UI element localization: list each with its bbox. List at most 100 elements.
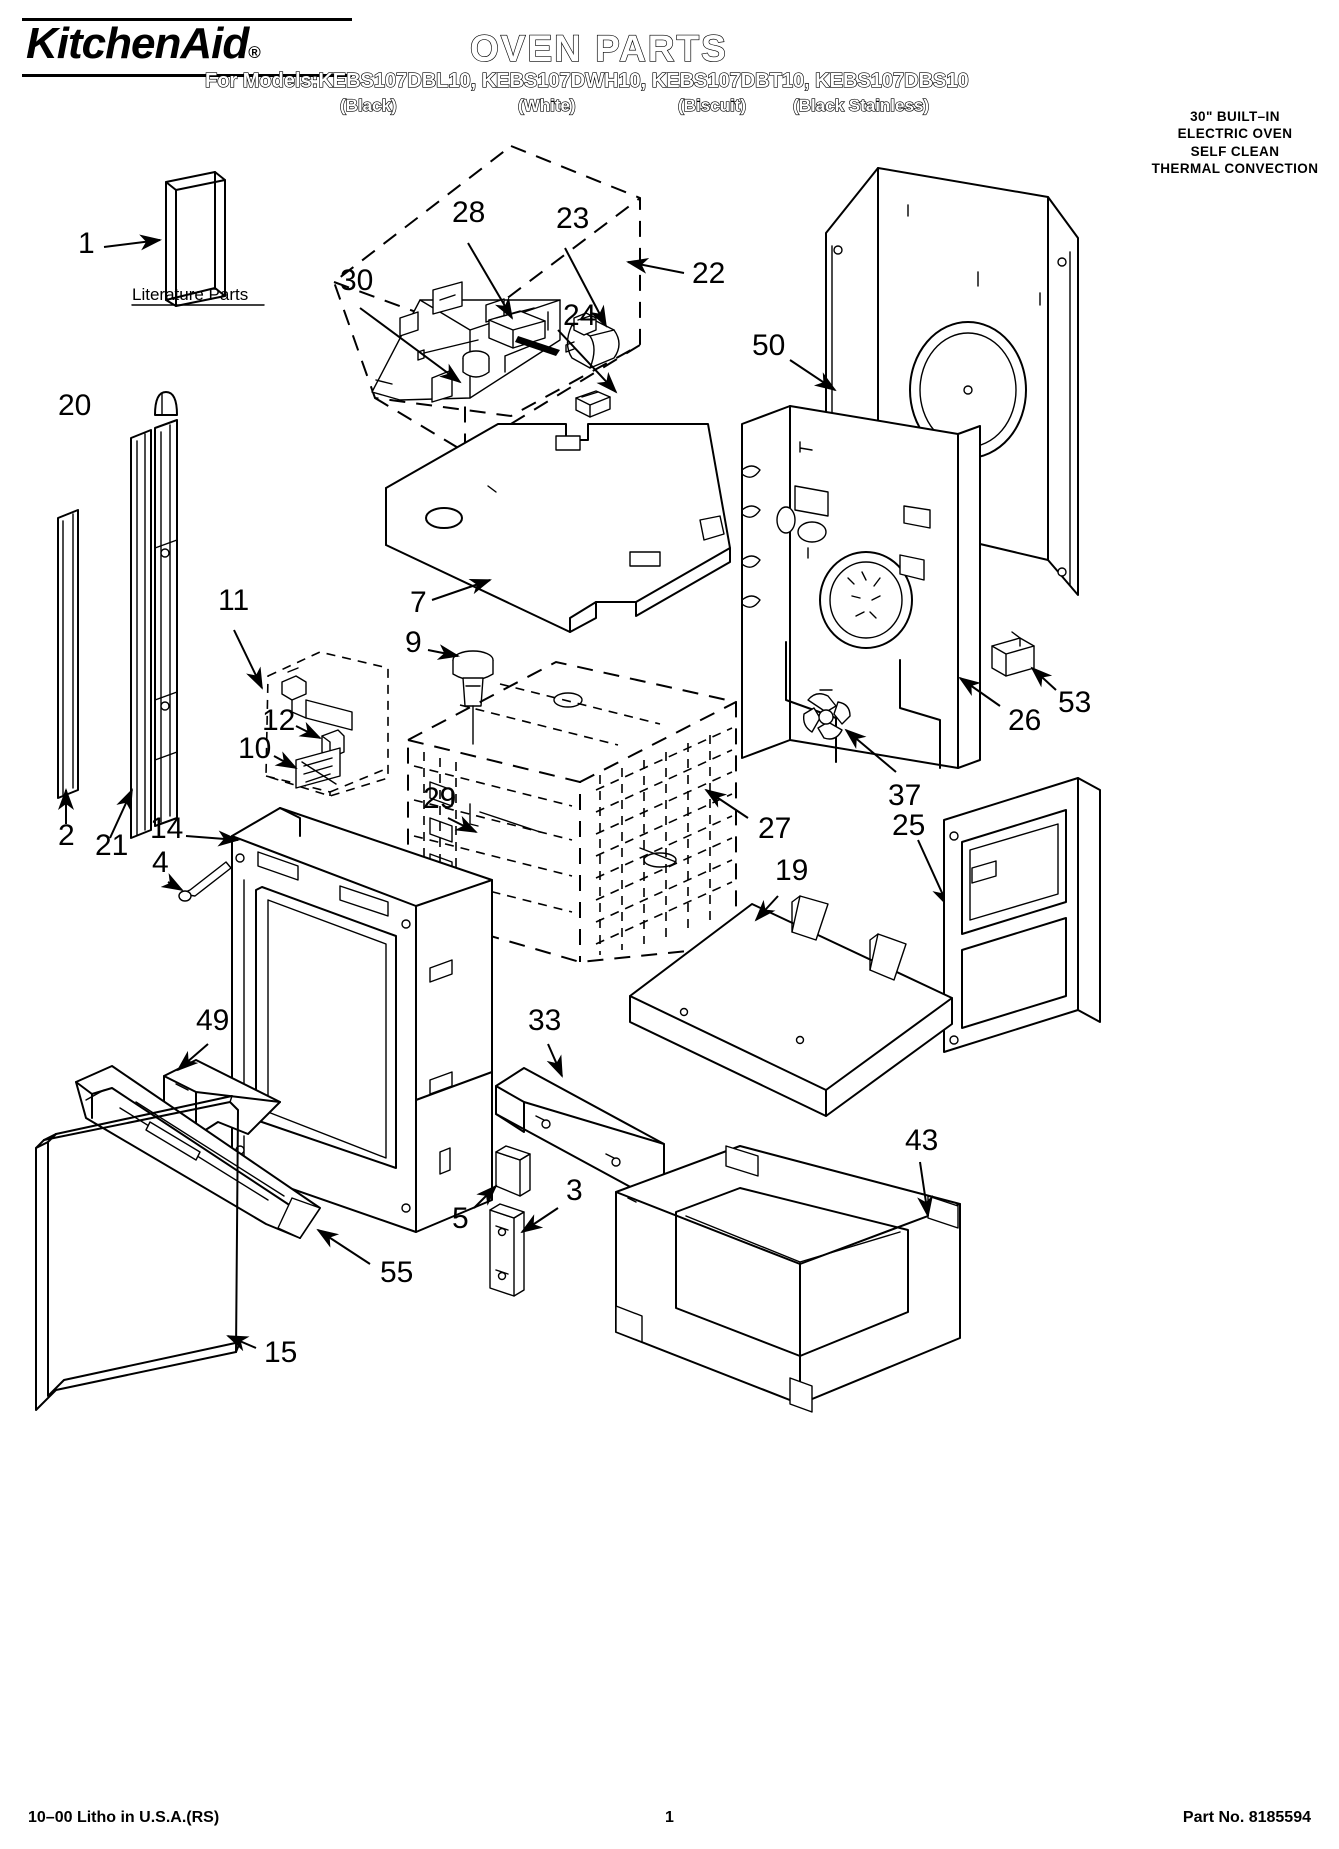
callout-3 — [520, 1207, 559, 1234]
callout-number: 30 — [340, 264, 373, 297]
brand-rule-bottom — [22, 74, 352, 77]
callout-14 — [185, 830, 240, 847]
part-15-door-gasket — [35, 1095, 241, 1411]
brand-name: KitchenAid — [26, 19, 249, 68]
spec-line-4: THERMAL CONVECTION — [1151, 160, 1319, 176]
callout-number: 1 — [78, 227, 95, 260]
callout-number: 21 — [95, 829, 128, 862]
part-37-fan-blade — [802, 689, 851, 740]
models-line: For Models:KEBS107DBL10, KEBS107DWH10, K… — [204, 69, 969, 92]
callout-number: 53 — [1058, 686, 1091, 719]
callout-23 — [564, 247, 607, 328]
callout-24 — [557, 329, 618, 394]
part-5-bracket — [495, 1145, 531, 1197]
callout-28 — [467, 242, 514, 320]
callout-30 — [359, 307, 462, 384]
color-label-black: (Black) — [339, 95, 397, 115]
callout-number: 22 — [692, 257, 725, 290]
part-14-door-frame — [231, 807, 493, 1233]
spec-line-3: SELF CLEAN — [1190, 143, 1280, 159]
literature-parts-caption: Literature Parts — [132, 285, 248, 304]
callout-number: 11 — [218, 584, 249, 617]
color-label-biscuit: (Biscuit) — [677, 95, 746, 115]
callout-number: 28 — [452, 196, 485, 229]
callout-10 — [273, 751, 298, 769]
callout-number: 25 — [892, 809, 925, 842]
part-24-sensor — [575, 390, 611, 418]
callout-19 — [754, 895, 779, 922]
part-26-fan-bulkhead — [741, 405, 981, 769]
brand-rule-top — [22, 18, 352, 21]
callout-number: 55 — [380, 1256, 413, 1289]
callout-number: 19 — [775, 854, 808, 887]
callout-number: 37 — [888, 779, 921, 812]
part-11-sensor-assembly-box — [265, 651, 389, 797]
callout-55 — [316, 1228, 371, 1265]
callout-12 — [295, 721, 322, 739]
callout-number: 33 — [528, 1004, 561, 1037]
part-21-side-panel — [130, 419, 178, 839]
callout-9 — [427, 644, 460, 660]
callout-11 — [233, 629, 263, 690]
callout-number: 2 — [58, 819, 75, 852]
footer-right: Part No. 8185594 — [1182, 1809, 1311, 1826]
callout-number: 9 — [405, 626, 422, 659]
callout-43 — [917, 1161, 933, 1218]
callout-26 — [958, 676, 1001, 707]
callout-1 — [103, 234, 265, 306]
brand-logo: KitchenAid® — [26, 19, 261, 68]
callout-4 — [160, 873, 184, 891]
callout-number: 24 — [563, 299, 596, 332]
color-labels: (Black) (White) (Biscuit) (Black Stainless) — [339, 95, 930, 116]
callout-37 — [844, 728, 897, 773]
spec-block: 30" BUILT–IN ELECTRIC OVEN SELF CLEAN TH… — [1135, 108, 1335, 177]
callout-number: 7 — [410, 586, 427, 619]
part-55-door-trim — [75, 1065, 321, 1239]
callout-49 — [176, 1043, 209, 1072]
page-title: OVEN PARTS — [469, 27, 728, 69]
color-label-white: (White) — [517, 95, 576, 115]
callout-number: 50 — [752, 329, 785, 362]
part-7-top-panel — [385, 423, 731, 633]
callout-29 — [447, 815, 478, 833]
callout-number: 14 — [150, 812, 183, 845]
callout-27 — [704, 788, 749, 819]
callout-15 — [226, 1335, 257, 1352]
callout-7 — [431, 578, 492, 601]
callout-number: 29 — [423, 782, 456, 815]
callout-number: 15 — [264, 1336, 297, 1369]
part-25-door-panel — [943, 777, 1101, 1053]
callout-numbers: 1 20 2 21 4 14 11 12 10 28 30 23 24 22 7… — [58, 196, 1091, 1369]
callout-number: 12 — [262, 704, 295, 737]
callout-number: 26 — [1008, 704, 1041, 737]
part-20-cap — [154, 391, 178, 416]
callout-number: 10 — [238, 732, 271, 765]
part-53-clip — [991, 631, 1035, 677]
callout-33 — [546, 1043, 563, 1078]
callout-number: 20 — [58, 389, 91, 422]
callout-21 — [109, 788, 133, 839]
callout-number: 5 — [452, 1202, 469, 1235]
callout-number: 43 — [905, 1124, 938, 1157]
part-3-bracket — [489, 1203, 525, 1297]
callout-5 — [473, 1184, 498, 1209]
callout-53 — [1030, 666, 1057, 691]
part-33-rail — [495, 1067, 665, 1191]
color-label-black-stainless: (Black Stainless) — [792, 95, 930, 115]
part-2-trim-rail — [57, 509, 79, 799]
callout-number: 23 — [556, 202, 589, 235]
spec-line-2: ELECTRIC OVEN — [1177, 126, 1293, 142]
callout-number: 49 — [196, 1004, 229, 1037]
footer-left: 10–00 Litho in U.S.A.(RS) — [28, 1809, 220, 1826]
callout-50 — [789, 359, 837, 392]
callout-22 — [626, 258, 685, 274]
part-9-vent-tube — [452, 650, 494, 745]
registered-trademark-icon: ® — [248, 43, 260, 62]
callout-number: 27 — [758, 812, 791, 845]
callout-number: 4 — [152, 846, 169, 879]
part-4-screw — [178, 861, 232, 902]
footer-center: 1 — [665, 1809, 674, 1826]
part-literature — [165, 171, 226, 307]
